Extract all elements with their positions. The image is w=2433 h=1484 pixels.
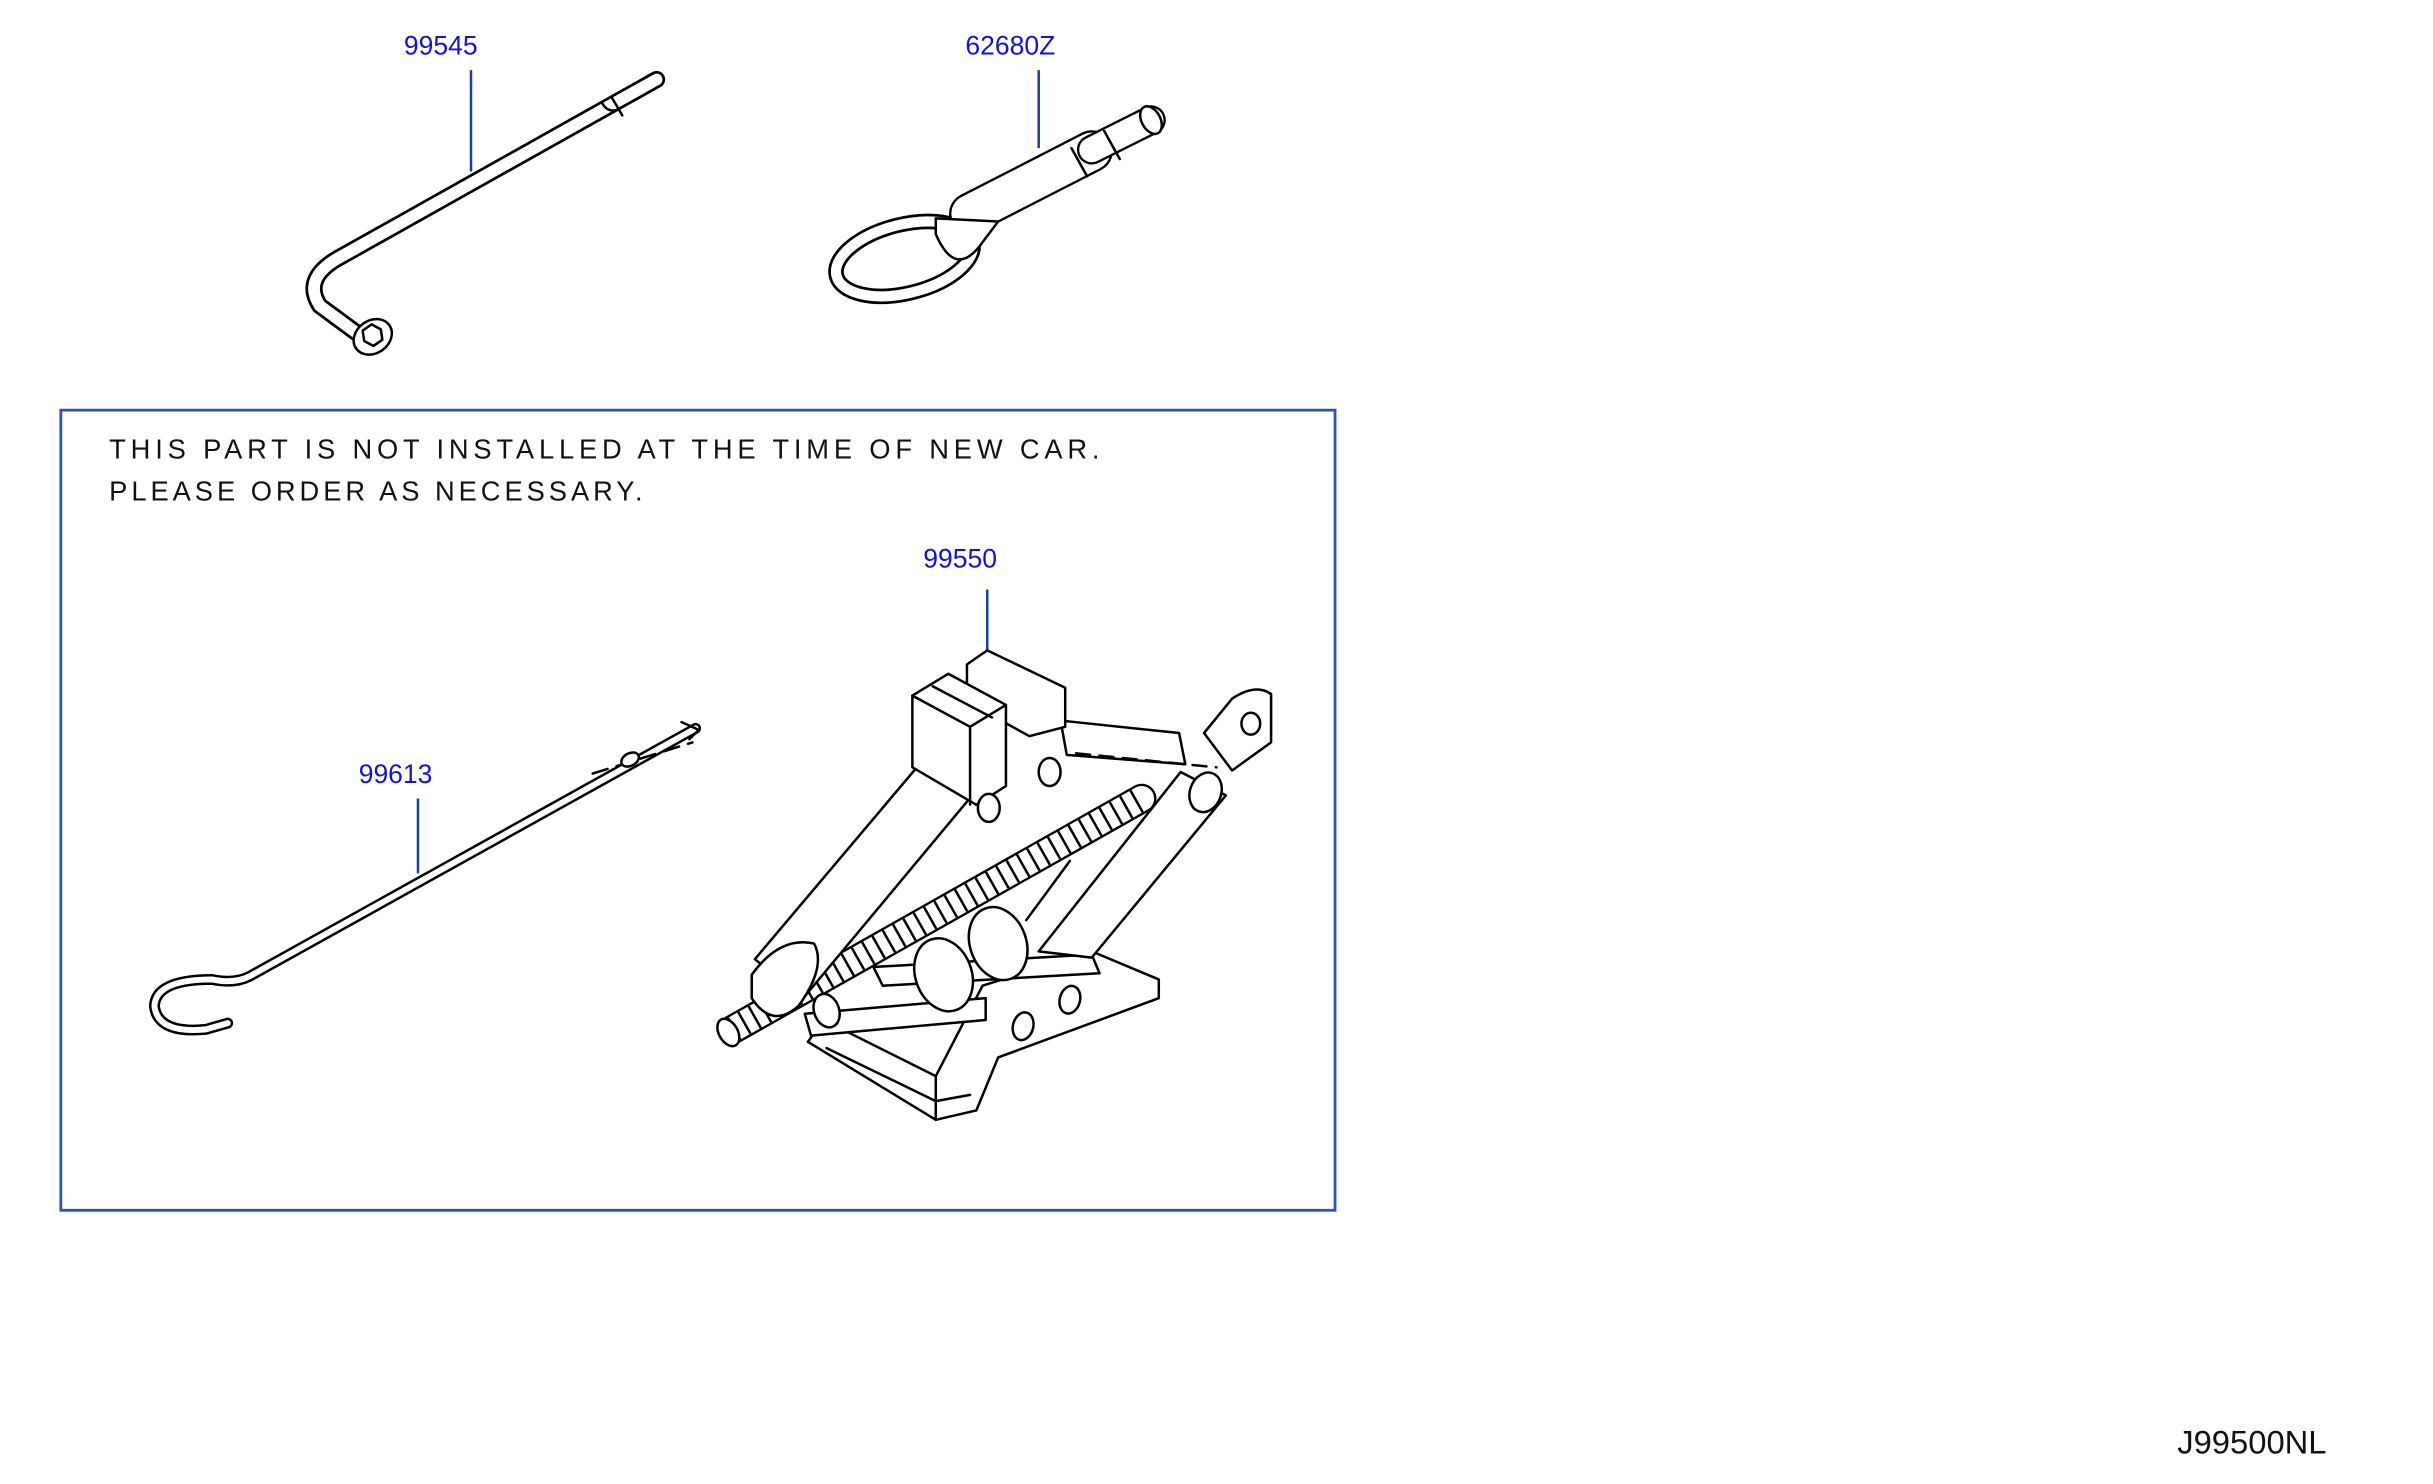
notice-frame [59, 408, 1337, 1212]
notice-line-2: PLEASE ORDER AS NECESSARY. [109, 476, 642, 507]
tow-hook-icon [828, 105, 1166, 305]
callout-62680Z[interactable]: 62680Z [965, 31, 1055, 61]
callout-99550[interactable]: 99550 [923, 544, 997, 574]
jack-handle-icon [148, 720, 702, 1036]
callout-99545[interactable]: 99545 [404, 31, 478, 61]
notice-line-1: THIS PART IS NOT INSTALLED AT THE TIME O… [109, 434, 1099, 465]
diagram-id: J99500NL [2177, 1424, 2326, 1461]
callout-99613[interactable]: 99613 [359, 759, 433, 789]
lug-wrench-icon [305, 70, 666, 356]
scissor-jack-icon [716, 649, 1273, 1122]
